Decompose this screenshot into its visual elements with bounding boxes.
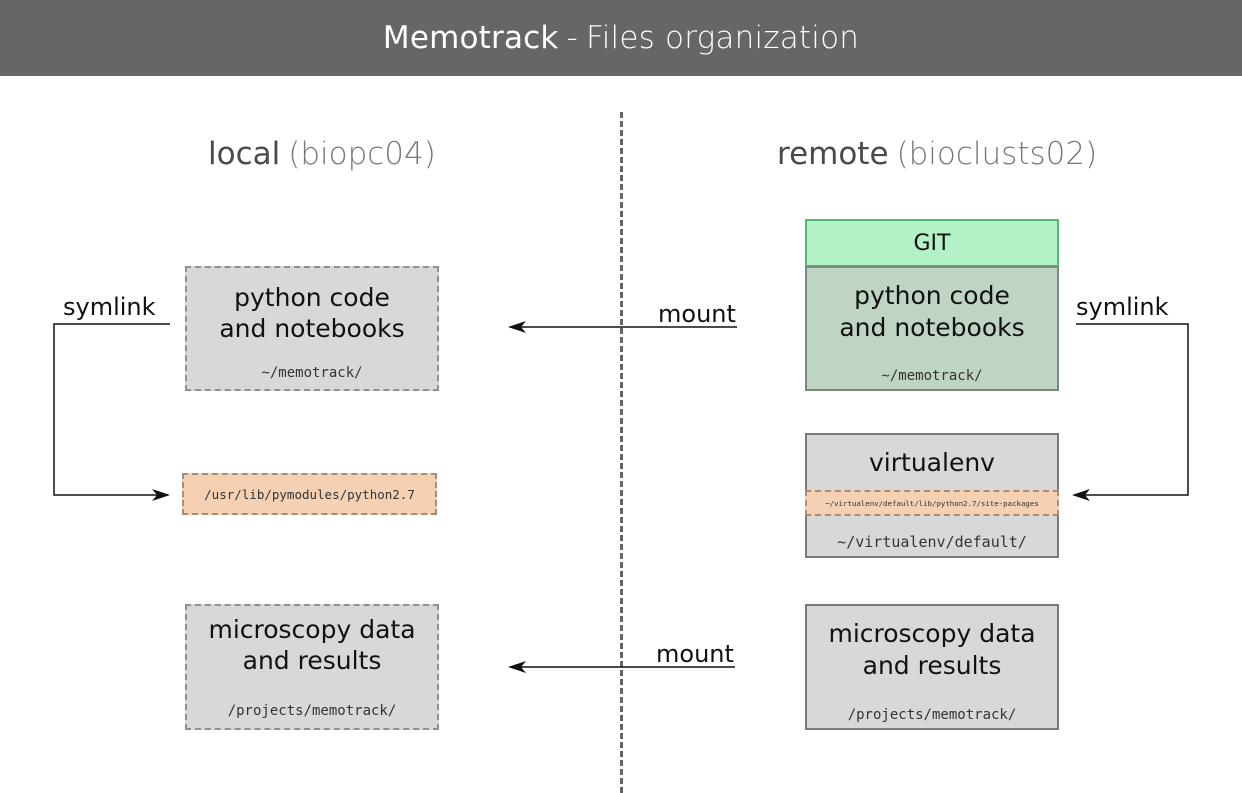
remote-site-packages-box: ~/virtualenv/default/lib/python2.7/site-… bbox=[805, 490, 1059, 516]
mount-data-label: mount bbox=[656, 640, 734, 668]
remote-code-box: python code and notebooks ~/memotrack/ bbox=[805, 266, 1059, 391]
title-banner: Memotrack - Files organization bbox=[0, 0, 1242, 76]
local-symlink-label: symlink bbox=[63, 293, 156, 321]
title-separator: - bbox=[566, 20, 578, 56]
remote-data-path: /projects/memotrack/ bbox=[847, 707, 1017, 723]
column-divider bbox=[620, 112, 623, 793]
remote-code-title-line1: python code bbox=[854, 281, 1010, 310]
title-subtitle: Files organization bbox=[585, 20, 860, 56]
remote-code-title-line2: and notebooks bbox=[839, 313, 1025, 342]
local-heading-name: local bbox=[208, 136, 281, 172]
local-data-path: /projects/memotrack/ bbox=[227, 703, 397, 719]
git-label: GIT bbox=[913, 230, 951, 256]
local-code-box: python code and notebooks ~/memotrack/ bbox=[185, 266, 439, 391]
local-code-title-line2: and notebooks bbox=[219, 314, 405, 343]
local-code-path: ~/memotrack/ bbox=[261, 365, 363, 381]
local-data-title-line2: and results bbox=[242, 646, 382, 675]
remote-symlink-label: symlink bbox=[1076, 293, 1169, 321]
local-symlink-arrow bbox=[53, 323, 170, 501]
local-heading-host: (biopc04) bbox=[288, 136, 436, 172]
local-code-title-line1: python code bbox=[234, 283, 390, 312]
remote-heading-host: (bioclusts02) bbox=[896, 136, 1098, 172]
remote-symlink-arrow bbox=[1072, 323, 1189, 501]
title-app-name: Memotrack bbox=[382, 20, 559, 56]
remote-code-path: ~/memotrack/ bbox=[881, 368, 983, 384]
local-data-title-line1: microscopy data bbox=[208, 615, 416, 644]
remote-heading-name: remote bbox=[777, 136, 889, 172]
remote-venv-path: ~/virtualenv/default/ bbox=[837, 533, 1027, 551]
remote-heading: remote (bioclusts02) bbox=[777, 132, 1097, 176]
local-data-box: microscopy data and results /projects/me… bbox=[185, 604, 439, 730]
remote-data-box: microscopy data and results /projects/me… bbox=[805, 604, 1059, 730]
remote-data-title-line1: microscopy data bbox=[828, 619, 1036, 648]
local-heading: local (biopc04) bbox=[208, 132, 436, 176]
local-pymodules-path: /usr/lib/pymodules/python2.7 bbox=[204, 486, 415, 502]
remote-site-packages-path: ~/virtualenv/default/lib/python2.7/site-… bbox=[825, 498, 1039, 508]
remote-data-title-line2: and results bbox=[862, 651, 1002, 680]
remote-venv-title: virtualenv bbox=[869, 448, 995, 477]
local-pymodules-box: /usr/lib/pymodules/python2.7 bbox=[182, 473, 437, 515]
mount-code-label: mount bbox=[658, 300, 736, 328]
